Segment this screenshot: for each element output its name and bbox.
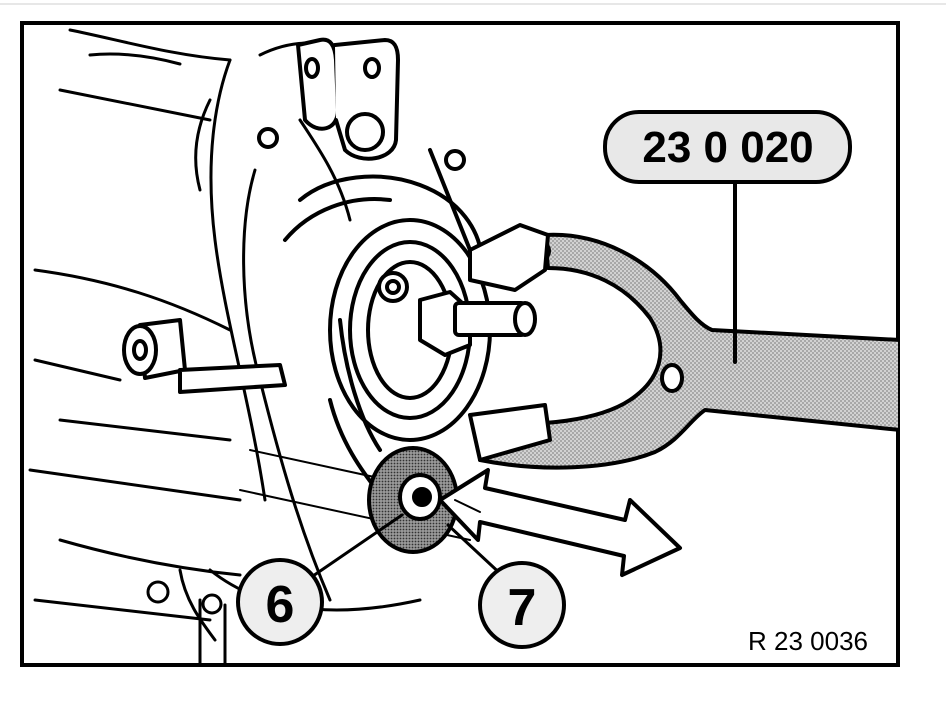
figure-reference: R 23 0036 xyxy=(748,626,868,656)
tool-label-plate: 23 0 020 xyxy=(603,110,852,184)
axle-stub xyxy=(418,290,537,357)
callout-7-leader xyxy=(446,523,507,580)
lower-bolts xyxy=(146,568,223,642)
callout-7-number: 7 xyxy=(508,579,537,637)
hub-assembly xyxy=(283,174,492,452)
side-mount xyxy=(122,318,287,394)
special-tool xyxy=(468,223,898,470)
callout-7: 7 xyxy=(478,561,566,649)
callout-6-number: 6 xyxy=(266,576,295,634)
upper-mount xyxy=(257,37,472,252)
tool-number-label: 23 0 020 xyxy=(642,123,813,172)
callout-6-leader xyxy=(308,513,404,580)
bushing-6 xyxy=(328,398,459,554)
direction-arrow xyxy=(438,468,682,577)
callout-6: 6 xyxy=(236,558,324,646)
